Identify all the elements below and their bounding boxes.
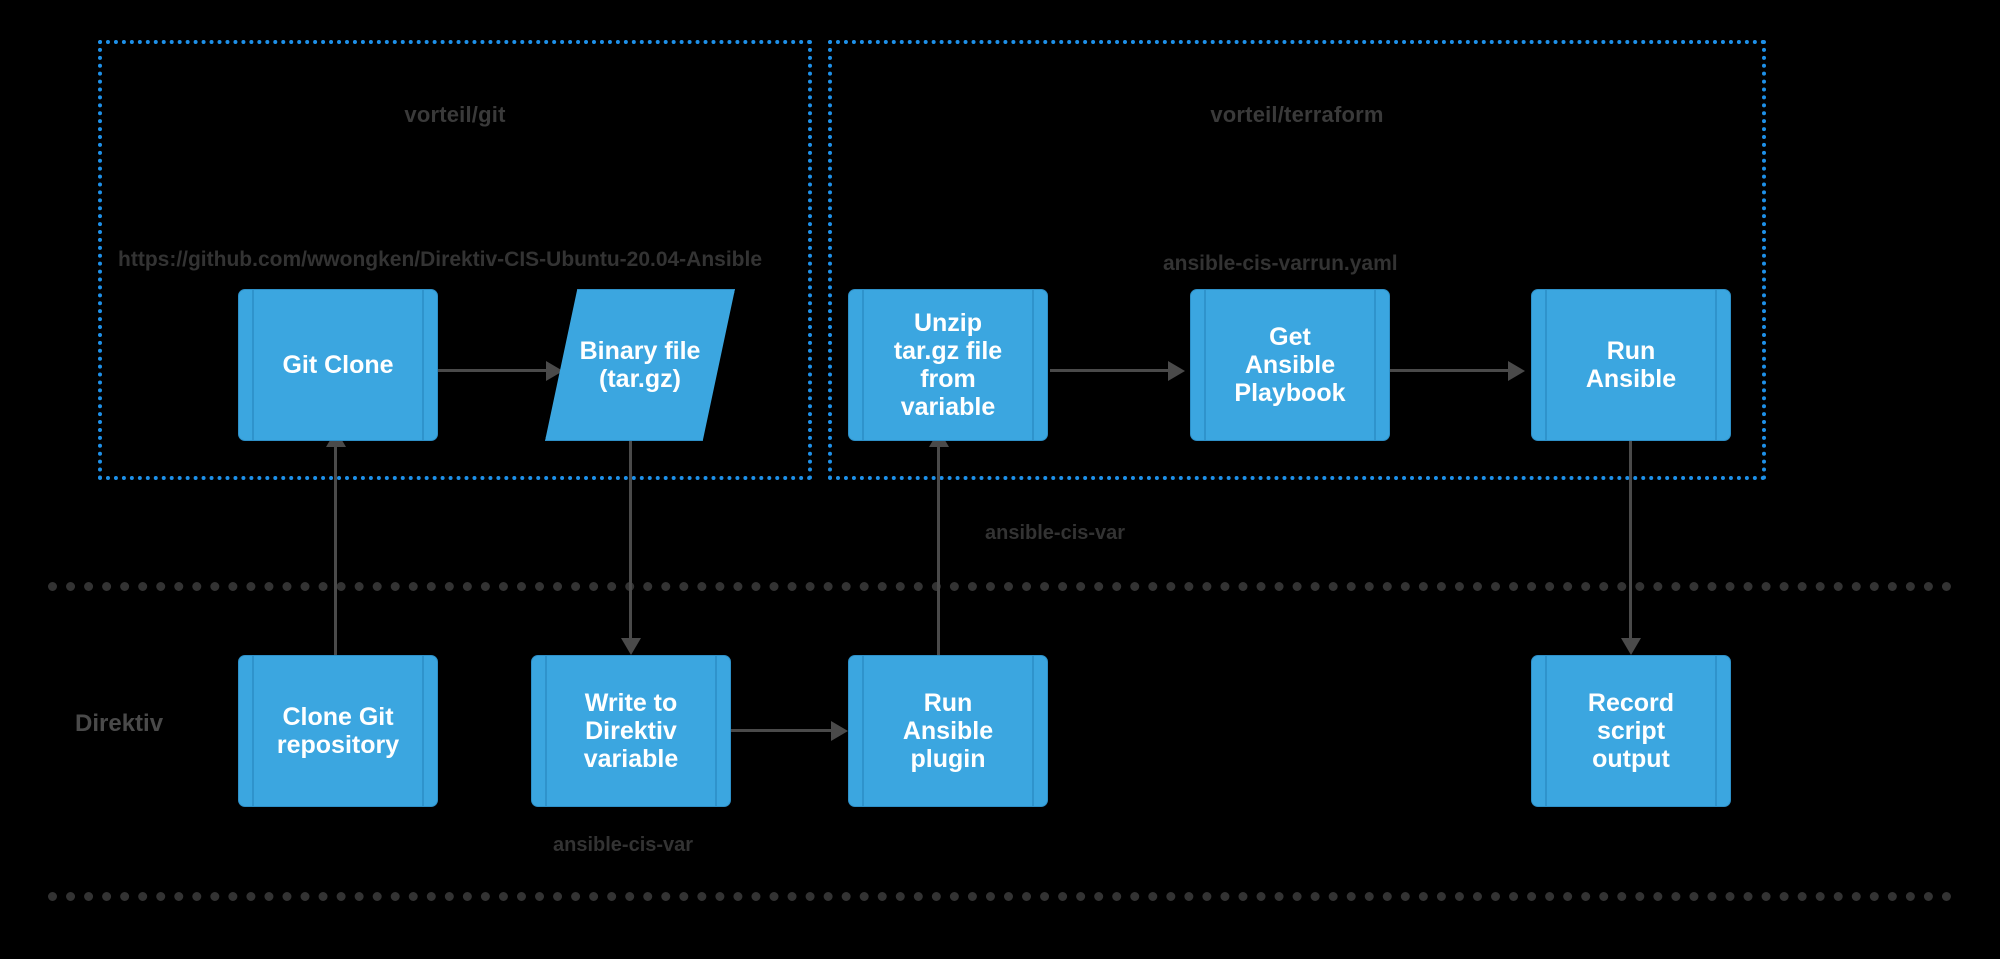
lane-separator-top [48, 582, 1952, 591]
node-record-script-output[interactable]: Record script output [1531, 655, 1731, 807]
node-clone-git-repository[interactable]: Clone Git repository [238, 655, 438, 807]
node-write-direktiv-variable[interactable]: Write to Direktiv variable [531, 655, 731, 807]
caption-ansible-cis-var-bottom: ansible-cis-var [553, 834, 694, 856]
group-container-vorteil-terraform [828, 40, 1766, 480]
node-record-script-output-label: Record script output [1587, 689, 1675, 773]
lane-separator-bottom [48, 892, 1952, 901]
node-write-direktiv-variable-label: Write to Direktiv variable [583, 689, 679, 773]
node-run-ansible-plugin-label: Run Ansible plugin [902, 689, 994, 773]
group-container-vorteil-git [98, 40, 812, 480]
node-run-ansible-label: Run Ansible [1585, 337, 1677, 393]
node-git-clone-label: Git Clone [282, 351, 394, 379]
caption-ansible-cis-var-middle: ansible-cis-var [985, 522, 1126, 544]
node-run-ansible-plugin[interactable]: Run Ansible plugin [848, 655, 1048, 807]
node-run-ansible[interactable]: Run Ansible [1531, 289, 1731, 441]
node-binary-file-label: Binary file (tar.gz) [579, 337, 701, 393]
node-unzip-targz[interactable]: Unzip tar.gz file from variable [848, 289, 1048, 441]
connector-writevar-to-runplugin [725, 720, 853, 742]
group-label-vorteil-git: vorteil/git [404, 102, 506, 127]
node-binary-file[interactable]: Binary file (tar.gz) [545, 289, 735, 441]
node-get-ansible-playbook-label: Get Ansible Playbook [1234, 323, 1346, 407]
caption-repo-url: https://github.com/wwongken/Direktiv-CIS… [118, 248, 763, 271]
lane-label-direktiv: Direktiv [75, 710, 164, 737]
node-get-ansible-playbook[interactable]: Get Ansible Playbook [1190, 289, 1390, 441]
node-clone-git-repository-label: Clone Git repository [276, 703, 400, 759]
caption-playbook-file: ansible-cis-varrun.yaml [1163, 252, 1398, 275]
node-unzip-targz-label: Unzip tar.gz file from variable [893, 309, 1003, 421]
node-git-clone[interactable]: Git Clone [238, 289, 438, 441]
group-label-vorteil-terraform: vorteil/terraform [1210, 102, 1384, 127]
